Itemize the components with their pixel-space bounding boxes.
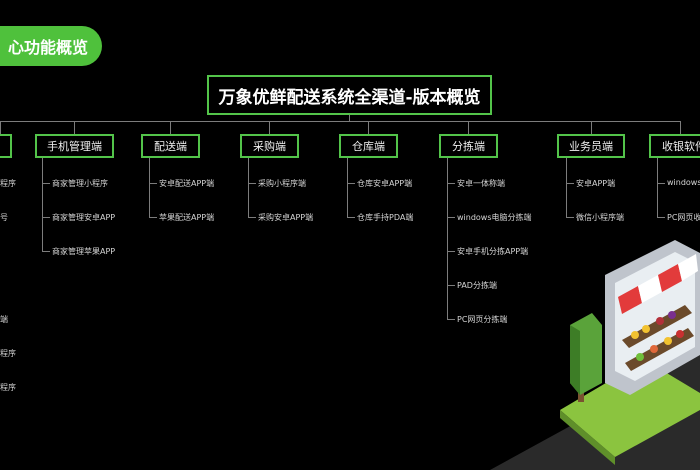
section-badge: 心功能概览 (0, 26, 102, 66)
leaf-purchase-1: 采购安卓APP端 (258, 213, 314, 222)
tick-5-1 (447, 217, 455, 218)
leaf-sorting-2: 安卓手机分拣APP端 (457, 247, 529, 256)
ground-side (560, 410, 615, 465)
tick-4-0 (347, 183, 355, 184)
tick-6-0 (566, 183, 574, 184)
leaf-mobile-admin-0: 商家管理小程序 (52, 179, 108, 188)
spine-mobile-admin (42, 158, 43, 251)
tick-1-2 (42, 251, 50, 252)
branch-node-sorting: 分拣端 (439, 134, 498, 158)
leaf-sorting-0: 安卓一体称端 (457, 179, 505, 188)
branch-node-0 (0, 134, 12, 158)
tick-2-0 (149, 183, 157, 184)
phone-store-illustration (490, 240, 700, 470)
branch-node-cashier: 收银软件 (649, 134, 700, 158)
spine-delivery (149, 158, 150, 217)
drop-7 (680, 121, 681, 134)
leaf-sorting-4: PC网页分拣端 (457, 315, 508, 324)
branch-node-purchase: 采购端 (240, 134, 299, 158)
branch-label-mobile-admin: 手机管理端 (47, 140, 102, 153)
leaf-0-1: 号 (0, 213, 8, 222)
branch-label-cashier: 收银软件 (662, 140, 700, 153)
leaf-purchase-0: 采购小程序端 (258, 179, 306, 188)
spine-cashier (657, 158, 658, 217)
tick-3-1 (248, 217, 256, 218)
leaf-delivery-1: 苹果配送APP端 (159, 213, 215, 222)
leaf-cashier-1: PC网页收 (667, 213, 700, 222)
drop-0 (0, 121, 1, 134)
leaf-0-4: 端 (0, 315, 8, 324)
tick-3-0 (248, 183, 256, 184)
drop-4 (368, 121, 369, 134)
awning-white-2 (678, 254, 698, 281)
leaf-mobile-admin-1: 商家管理安卓APP (52, 213, 116, 222)
awning-red-2 (658, 264, 682, 292)
tick-1-0 (42, 183, 50, 184)
root-title-box: 万象优鲜配送系统全渠道-版本概览 (207, 75, 492, 115)
drop-3 (269, 121, 270, 134)
leaf-salesman-0: 安卓APP端 (576, 179, 616, 188)
branch-node-warehouse: 仓库端 (339, 134, 398, 158)
drop-2 (170, 121, 171, 134)
tree-side (570, 325, 580, 395)
leaf-mobile-admin-2: 商家管理苹果APP (52, 247, 116, 256)
tick-5-4 (447, 319, 455, 320)
ground-top (560, 360, 700, 457)
drop-6 (591, 121, 592, 134)
branch-node-salesman: 业务员端 (557, 134, 625, 158)
leaf-sorting-3: PAD分拣端 (457, 281, 497, 290)
drop-5 (468, 121, 469, 134)
leaf-0-0: 程序 (0, 179, 16, 188)
tick-6-1 (566, 217, 574, 218)
tick-1-1 (42, 217, 50, 218)
branch-label-warehouse: 仓库端 (352, 140, 385, 153)
drop-1 (74, 121, 75, 134)
spine-sorting (447, 158, 448, 319)
branch-node-delivery: 配送端 (141, 134, 200, 158)
leaf-delivery-0: 安卓配送APP端 (159, 179, 215, 188)
tick-7-0 (657, 183, 665, 184)
branch-label-sorting: 分拣端 (452, 140, 485, 153)
tick-4-1 (347, 217, 355, 218)
root-connector (349, 115, 350, 122)
leaf-sorting-1: windows电脑分拣端 (457, 213, 532, 222)
spine-warehouse (347, 158, 348, 217)
awning-red-1 (618, 286, 642, 314)
leaf-warehouse-1: 仓库手持PDA端 (357, 213, 414, 222)
tick-7-1 (657, 217, 665, 218)
tick-5-0 (447, 183, 455, 184)
leaf-0-6: 程序 (0, 383, 16, 392)
spine-salesman (566, 158, 567, 217)
leaf-0-5: 程序 (0, 349, 16, 358)
section-badge-text: 心功能概览 (7, 38, 88, 57)
tick-2-1 (149, 217, 157, 218)
leaf-cashier-0: windows (667, 178, 700, 187)
leaf-salesman-1: 微信小程序端 (576, 213, 624, 222)
branch-label-purchase: 采购端 (253, 140, 286, 153)
tick-5-2 (447, 251, 455, 252)
branch-node-mobile-admin: 手机管理端 (35, 134, 114, 158)
spine-purchase (248, 158, 249, 217)
branch-bus (0, 121, 681, 122)
root-title: 万象优鲜配送系统全渠道-版本概览 (218, 87, 481, 108)
tick-5-3 (447, 285, 455, 286)
awning-white-1 (638, 275, 662, 303)
leaf-warehouse-0: 仓库安卓APP端 (357, 179, 413, 188)
branch-label-salesman: 业务员端 (569, 140, 613, 153)
branch-label-delivery: 配送端 (154, 140, 187, 153)
